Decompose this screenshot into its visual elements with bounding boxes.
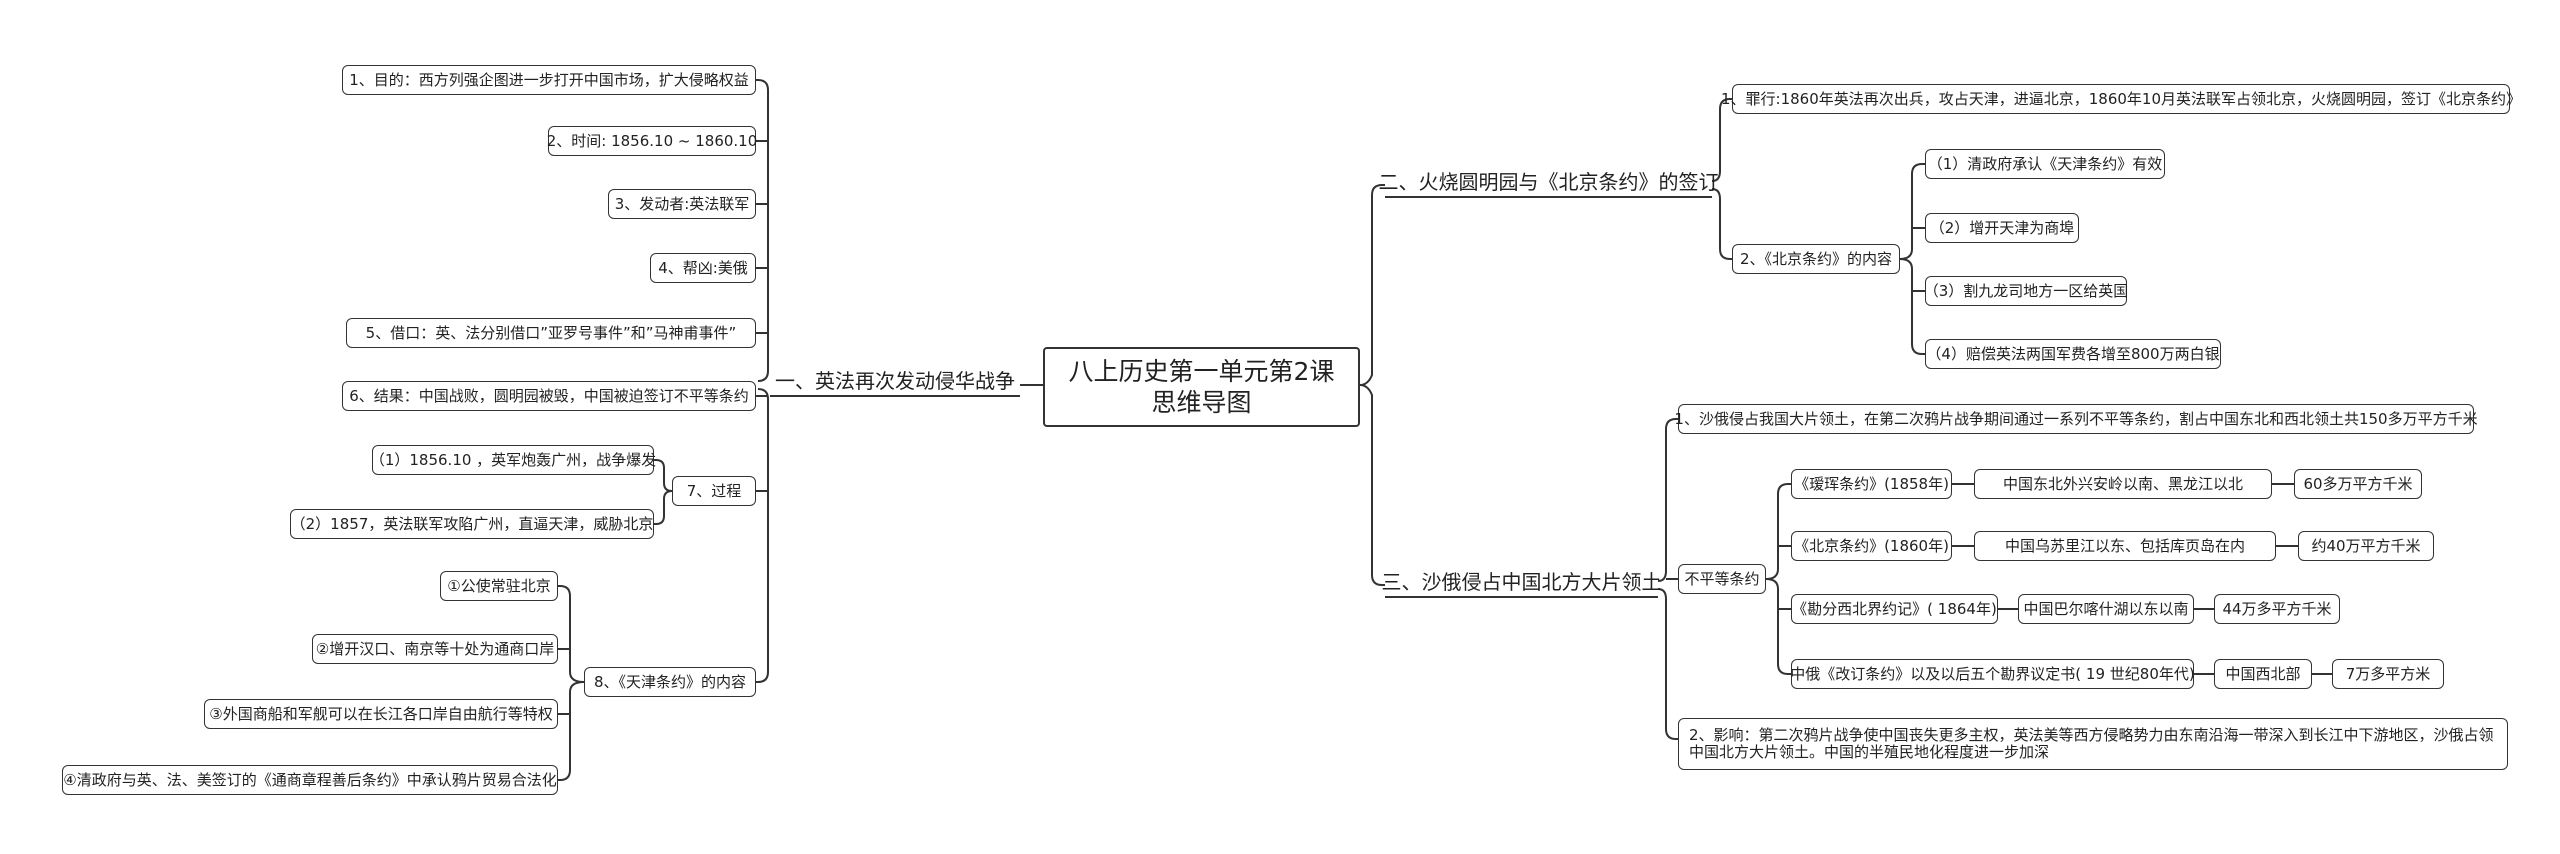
branch-1-item-7-sub-1[interactable]: （1）1856.10 ，英军炮轰广州，战争爆发 — [370, 445, 656, 475]
root-title-line2: 思维导图 — [1151, 388, 1252, 417]
branch-1-item-8[interactable]: 8、《天津条约》的内容 — [584, 667, 756, 697]
branch-2-item-1[interactable]: 1、罪行:1860年英法再次出兵，攻占天津，进逼北京，1860年10月英法联军占… — [1721, 84, 2521, 114]
branch-1-item-8-sub-3[interactable]: ③外国商船和军舰可以在长江各口岸自由航行等特权 — [204, 699, 558, 729]
branch-1-title[interactable]: 一、英法再次发动侵华战争 — [770, 367, 1020, 397]
treaty-4-name[interactable]: 中俄《改订条约》以及以后五个勘界议定书( 19 世纪80年代) — [1790, 659, 2195, 689]
branch-1-item-7[interactable]: 7、过程 — [672, 476, 756, 506]
treaty-1-name[interactable]: 《瑷珲条约》(1858年) — [1791, 469, 1952, 499]
branch-1-item-4[interactable]: 4、帮凶:美俄 — [650, 253, 756, 283]
treaty-2-region[interactable]: 中国乌苏里江以东、包括库页岛在内 — [1974, 531, 2276, 561]
branch-3-title[interactable]: 三、沙俄侵占中国北方大片领土 — [1382, 568, 1662, 598]
treaty-3-area[interactable]: 44万多平方千米 — [2214, 594, 2340, 624]
treaty-1-area[interactable]: 60多万平方千米 — [2294, 469, 2422, 499]
branch-1-item-3[interactable]: 3、发动者:英法联军 — [608, 189, 756, 219]
unequal-treaties-node[interactable]: 不平等条约 — [1678, 564, 1766, 594]
branch-2-item-2-sub-1[interactable]: （1）清政府承认《天津条约》有效 — [1925, 149, 2165, 179]
branch-1-item-1[interactable]: 1、目的：西方列强企图进一步打开中国市场，扩大侵略权益 — [342, 65, 756, 95]
root-title-line1: 八上历史第一单元第2课 — [1068, 357, 1335, 386]
root-topic[interactable]: 八上历史第一单元第2课 思维导图 — [1043, 347, 1360, 427]
branch-1-item-5[interactable]: 5、借口：英、法分别借口”亚罗号事件”和”马神甫事件” — [346, 318, 756, 348]
branch-2-item-2[interactable]: 2、《北京条约》的内容 — [1732, 244, 1900, 274]
treaty-3-name[interactable]: 《勘分西北界约记》( 1864年) — [1791, 594, 1998, 624]
branch-1-item-8-sub-2[interactable]: ②增开汉口、南京等十处为通商口岸 — [312, 634, 558, 664]
treaty-1-region[interactable]: 中国东北外兴安岭以南、黑龙江以北 — [1974, 469, 2272, 499]
branch-1-item-8-sub-1[interactable]: ①公使常驻北京 — [440, 571, 558, 601]
branch-1-item-2[interactable]: 2、时间: 1856.10 ~ 1860.10 — [547, 126, 757, 156]
branch-1-item-8-sub-4[interactable]: ④清政府与英、法、美签订的《通商章程善后条约》中承认鸦片贸易合法化 — [62, 765, 558, 795]
branch-1-item-7-sub-2[interactable]: （2）1857，英法联军攻陷广州，直逼天津，威胁北京 — [290, 509, 654, 539]
branch-1-item-6[interactable]: 6、结果：中国战败，圆明园被毁，中国被迫签订不平等条约 — [342, 381, 756, 411]
branch-2-title[interactable]: 二、火烧圆明园与《北京条约》的签订 — [1379, 168, 1719, 198]
treaty-2-name[interactable]: 《北京条约》(1860年) — [1791, 531, 1952, 561]
treaty-3-region[interactable]: 中国巴尔喀什湖以东以南 — [2018, 594, 2194, 624]
branch-3-item-2[interactable]: 2、影响：第二次鸦片战争使中国丧失更多主权，英法美等西方侵略势力由东南沿海一带深… — [1678, 718, 2508, 770]
treaty-4-area[interactable]: 7万多平方米 — [2332, 659, 2444, 689]
branch-2-item-2-sub-4[interactable]: （4）赔偿英法两国军费各增至800万两白银 — [1925, 339, 2221, 369]
treaty-2-area[interactable]: 约40万平方千米 — [2298, 531, 2434, 561]
branch-3-item-1[interactable]: 1、沙俄侵占我国大片领土，在第二次鸦片战争期间通过一系列不平等条约，割占中国东北… — [1674, 404, 2478, 434]
branch-2-item-2-sub-2[interactable]: （2）增开天津为商埠 — [1925, 213, 2079, 243]
treaty-4-region[interactable]: 中国西北部 — [2214, 659, 2312, 689]
branch-2-item-2-sub-3[interactable]: （3）割九龙司地方一区给英国 — [1924, 276, 2128, 306]
